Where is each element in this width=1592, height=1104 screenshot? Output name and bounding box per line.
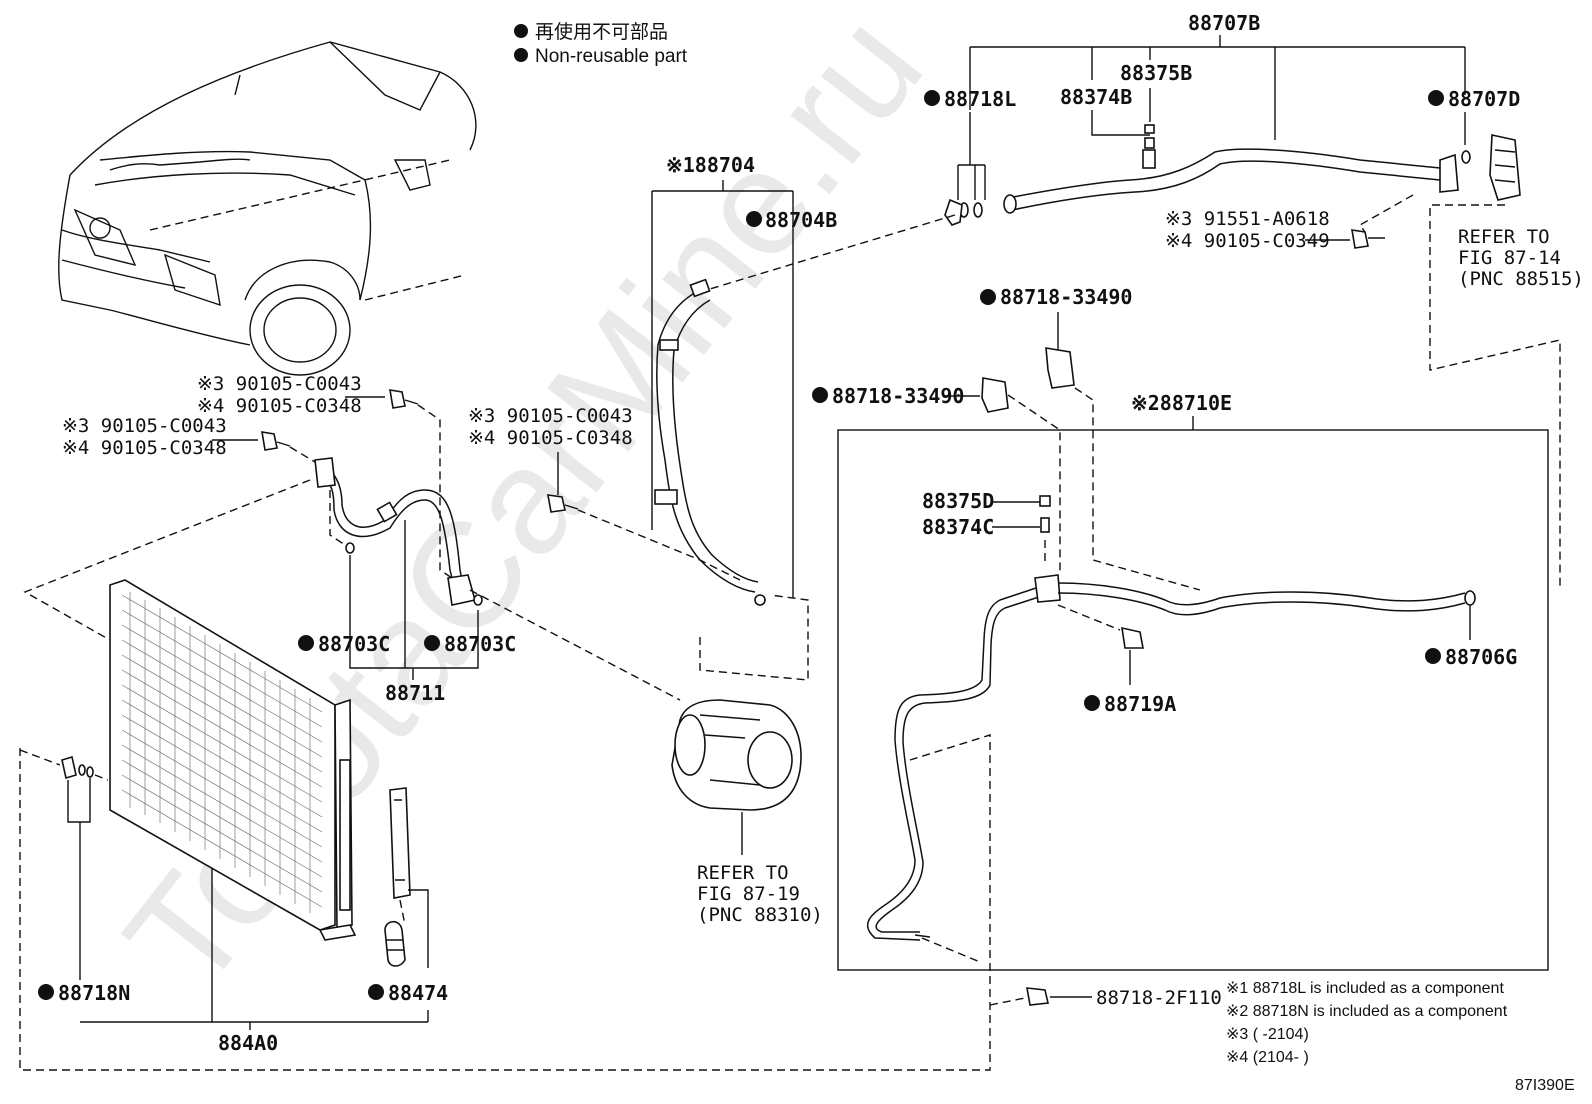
refer-fig-87-14-line2: FIG 87-14 xyxy=(1458,247,1561,269)
label-88707D: 88707D xyxy=(1448,87,1520,111)
refer-fig-87-19-line3: (PNC 88310) xyxy=(697,904,823,926)
non-reusable-dot-icon xyxy=(980,289,996,305)
assembly-88711: ※3 90105-C0043 ※4 90105-C0348 ※3 90105-C… xyxy=(23,373,516,705)
refer-fig-87-14-line3: (PNC 88515) xyxy=(1458,268,1584,290)
non-reusable-dot-icon xyxy=(1084,695,1100,711)
label-88710E: ※288710E xyxy=(1131,391,1232,415)
label-884A0: 884A0 xyxy=(218,1031,278,1055)
refer-fig-87-19-line1: REFER TO xyxy=(697,862,789,884)
legend: 再使用不可部品 Non-reusable part xyxy=(514,21,688,67)
non-reusable-dot-icon xyxy=(812,387,828,403)
label-s3-90105-C0043-a: ※3 90105-C0043 xyxy=(197,373,362,395)
footnotes: ※1 88718L is included as a component ※2 … xyxy=(1226,980,1508,1066)
label-88707B: 88707B xyxy=(1188,11,1260,35)
label-88375D: 88375D xyxy=(922,489,994,513)
non-reusable-dot-icon xyxy=(514,24,528,38)
label-88704: ※188704 xyxy=(666,153,755,177)
label-s4-90105-C0348-b: ※4 90105-C0348 xyxy=(62,437,227,459)
assembly-88707B: 88707B 88375B 88374B 88718L 88707D xyxy=(699,11,1584,588)
label-88718-33490-a: 88718-33490 xyxy=(1000,285,1132,309)
assembly-88704: ※188704 88704B xyxy=(651,153,837,606)
non-reusable-dot-icon xyxy=(424,635,440,651)
footnote-2: ※2 88718N is included as a component xyxy=(1226,1003,1508,1020)
vehicle-illustration xyxy=(58,41,477,376)
refer-fig-87-14-line1: REFER TO xyxy=(1458,226,1550,248)
non-reusable-dot-icon xyxy=(1428,90,1444,106)
label-88704B: 88704B xyxy=(765,208,837,232)
label-88474: 88474 xyxy=(388,981,448,1005)
label-88706G: 88706G xyxy=(1445,645,1517,669)
label-88703C-1: 88703C xyxy=(318,632,390,656)
footnote-1: ※1 88718L is included as a component xyxy=(1226,980,1504,997)
label-s4-90105-C0348-a: ※4 90105-C0348 xyxy=(197,395,362,417)
figure-code: 87I390E xyxy=(1515,1077,1575,1094)
assembly-88710E: ※288710E 88375D 88374C 88706G 88719A xyxy=(837,391,1549,971)
non-reusable-dot-icon xyxy=(1425,648,1441,664)
label-88375B: 88375B xyxy=(1120,61,1192,85)
footnote-4: ※4 (2104- ) xyxy=(1226,1049,1309,1066)
label-88719A: 88719A xyxy=(1104,692,1176,716)
label-88374C: 88374C xyxy=(922,515,994,539)
refer-fig-87-19-line2: FIG 87-19 xyxy=(697,883,800,905)
non-reusable-dot-icon xyxy=(924,90,940,106)
label-88718L: 88718L xyxy=(944,87,1016,111)
non-reusable-dot-icon xyxy=(298,635,314,651)
footnote-3: ※3 ( -2104) xyxy=(1226,1026,1309,1043)
label-90105-C0349: ※4 90105-C0349 xyxy=(1165,230,1330,252)
non-reusable-dot-icon xyxy=(368,984,384,1000)
non-reusable-dot-icon xyxy=(38,984,54,1000)
label-88711: 88711 xyxy=(385,681,445,705)
label-88374B: 88374B xyxy=(1060,85,1132,109)
label-s3-90105-C0043-c: ※3 90105-C0043 xyxy=(468,405,633,427)
non-reusable-dot-icon xyxy=(746,211,762,227)
label-88703C-2: 88703C xyxy=(444,632,516,656)
condenser-884A0: 88718N 88474 884A0 xyxy=(19,579,991,1071)
label-91551-A0618: ※3 91551-A0618 xyxy=(1165,208,1330,230)
legend-jp-text: 再使用不可部品 xyxy=(535,21,668,43)
label-88718-33490-b: 88718-33490 xyxy=(832,384,964,408)
clamp-88718-2F110: 88718-2F110 xyxy=(989,987,1222,1009)
legend-en-text: Non-reusable part xyxy=(535,46,688,67)
clamps-88718-33490: 88718-33490 88718-33490 xyxy=(812,285,1201,591)
label-s4-90105-C0348-c: ※4 90105-C0348 xyxy=(468,427,633,449)
non-reusable-dot-icon xyxy=(514,48,528,62)
label-s3-90105-C0043-b: ※3 90105-C0043 xyxy=(62,415,227,437)
compressor: ※3 90105-C0043 ※4 90105-C0348 REFER TO F… xyxy=(468,405,823,926)
label-88718-2F110: 88718-2F110 xyxy=(1096,987,1222,1009)
label-88718N: 88718N xyxy=(58,981,130,1005)
